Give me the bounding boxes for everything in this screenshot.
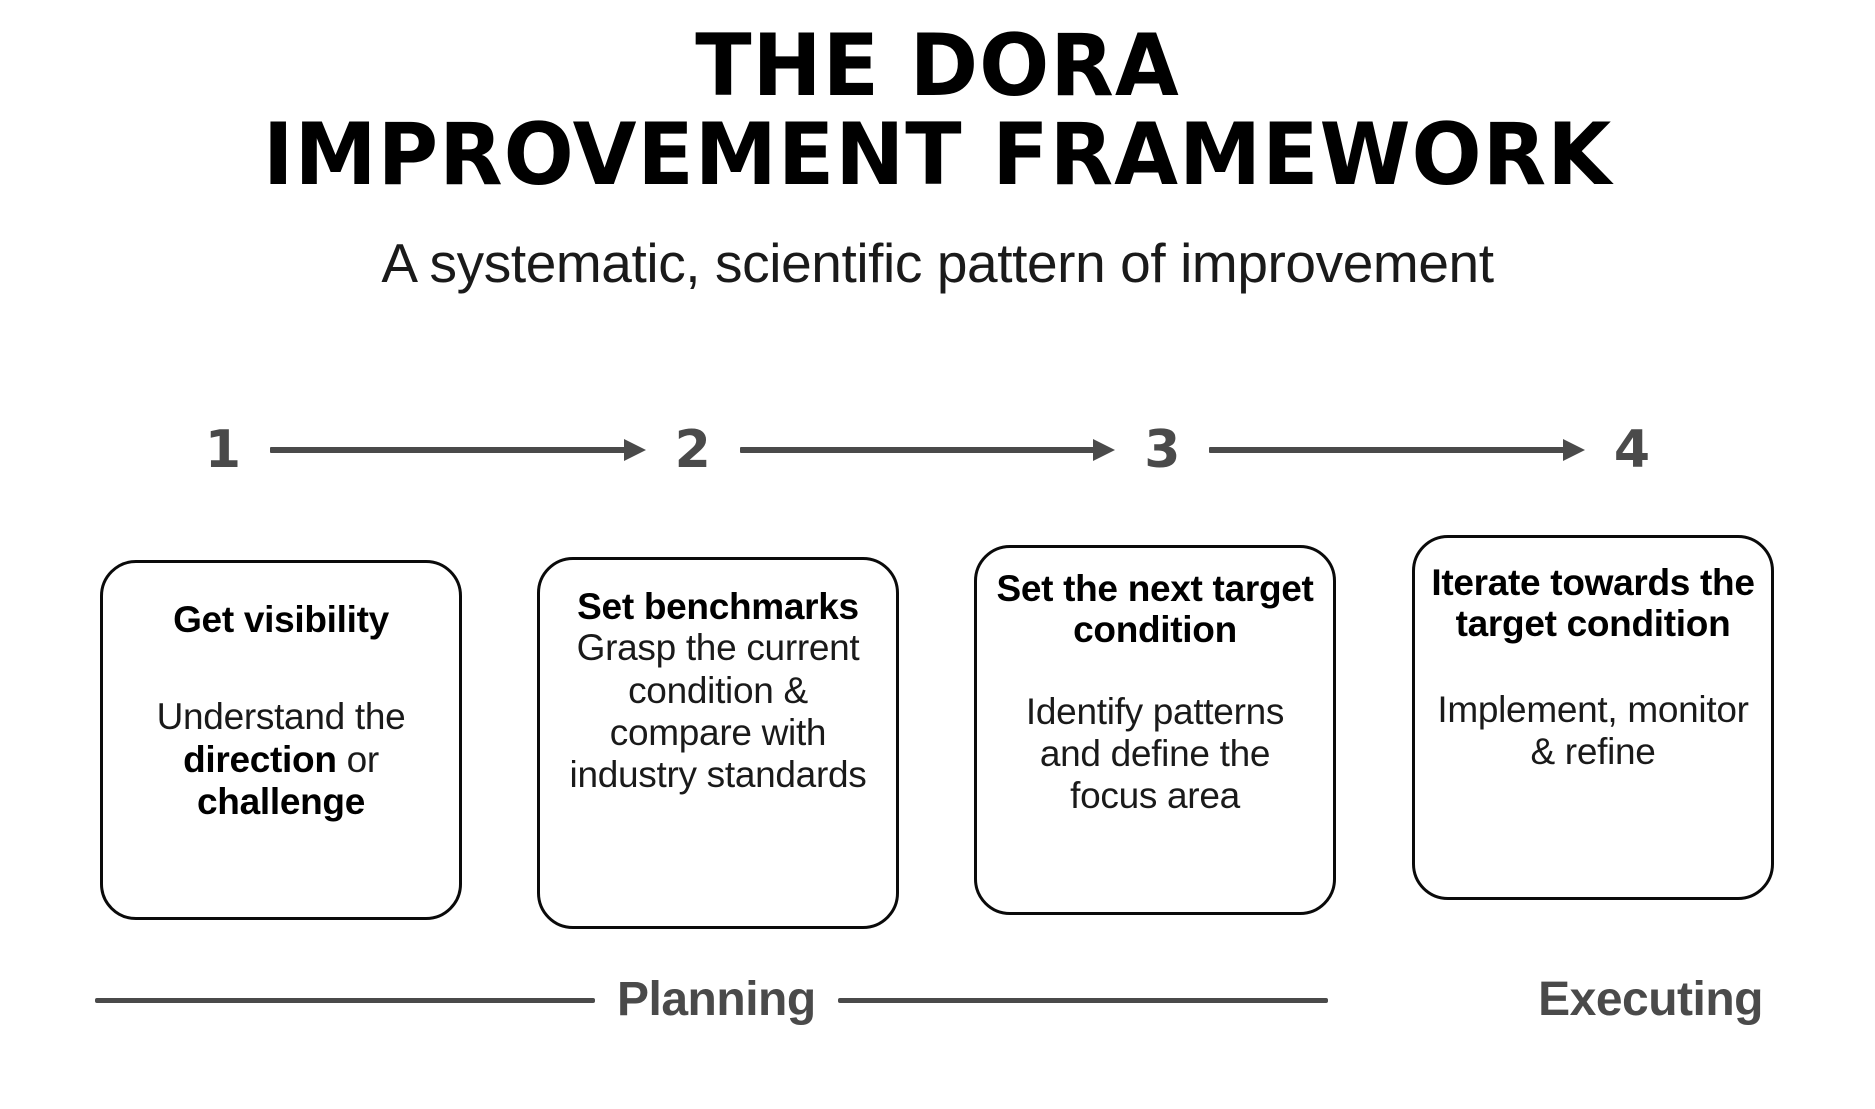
step-card-1-title: Get visibility [173, 599, 389, 640]
step-card-4-body: Implement, monitor & refine [1437, 688, 1749, 773]
arrow-right-icon-1 [270, 437, 646, 463]
arrow-head [623, 439, 646, 461]
step-card-1-body-mid: or [336, 738, 380, 780]
phase-label-planning: Planning [617, 973, 816, 1026]
step-card-1-body-bold-2: challenge [197, 780, 365, 822]
page-subtitle: A systematic, scientific pattern of impr… [381, 231, 1494, 294]
step-number-3: 3 [1144, 420, 1181, 480]
step-card-2: Set benchmarks Grasp the current conditi… [537, 557, 899, 929]
step-card-1-body: Understand the direction or challenge [119, 696, 443, 823]
step-card-1-body-pre: Understand the [156, 696, 406, 738]
arrow-shaft [739, 447, 1102, 453]
step-number-2: 2 [674, 420, 711, 480]
page-title-line-2: Improvement Framework [262, 105, 1613, 206]
arrow-right-icon-2 [739, 437, 1116, 463]
page-title: The DORA Improvement Framework [38, 16, 1838, 206]
step-cards: Get visibility Understand the direction … [0, 535, 1875, 929]
phase-divider-right [837, 997, 1328, 1003]
step-card-1-body-bold-1: direction [183, 738, 337, 780]
arrow-head [1093, 439, 1116, 461]
phase-divider-left [95, 997, 595, 1003]
step-card-2-title: Set benchmarks [577, 586, 859, 627]
arrow-head [1563, 439, 1586, 461]
step-number-1: 1 [204, 420, 242, 480]
step-card-1: Get visibility Understand the direction … [100, 560, 462, 920]
step-sequence: 1 2 3 4 [200, 415, 1655, 485]
page-header: The DORA Improvement Framework A systema… [0, 0, 1875, 293]
step-card-4: Iterate towards the target condition Imp… [1412, 535, 1774, 900]
phase-label-executing: Executing [1538, 973, 1763, 1026]
step-card-4-title: Iterate towards the target condition [1431, 562, 1755, 645]
step-card-3-title: Set the next target condition [996, 568, 1314, 651]
step-card-2-body: Grasp the current condition & compare wi… [569, 627, 867, 795]
step-number-4: 4 [1613, 420, 1651, 480]
arrow-shaft [270, 447, 632, 453]
page-title-line-1: The DORA [695, 16, 1180, 116]
step-card-3: Set the next target condition Identify p… [974, 545, 1336, 915]
step-card-3-body: Identify patterns and define the focus a… [1025, 690, 1285, 817]
arrow-right-icon-3 [1209, 437, 1586, 463]
arrow-shaft [1209, 447, 1572, 453]
phase-bar: Planning Executing [95, 965, 1785, 1035]
